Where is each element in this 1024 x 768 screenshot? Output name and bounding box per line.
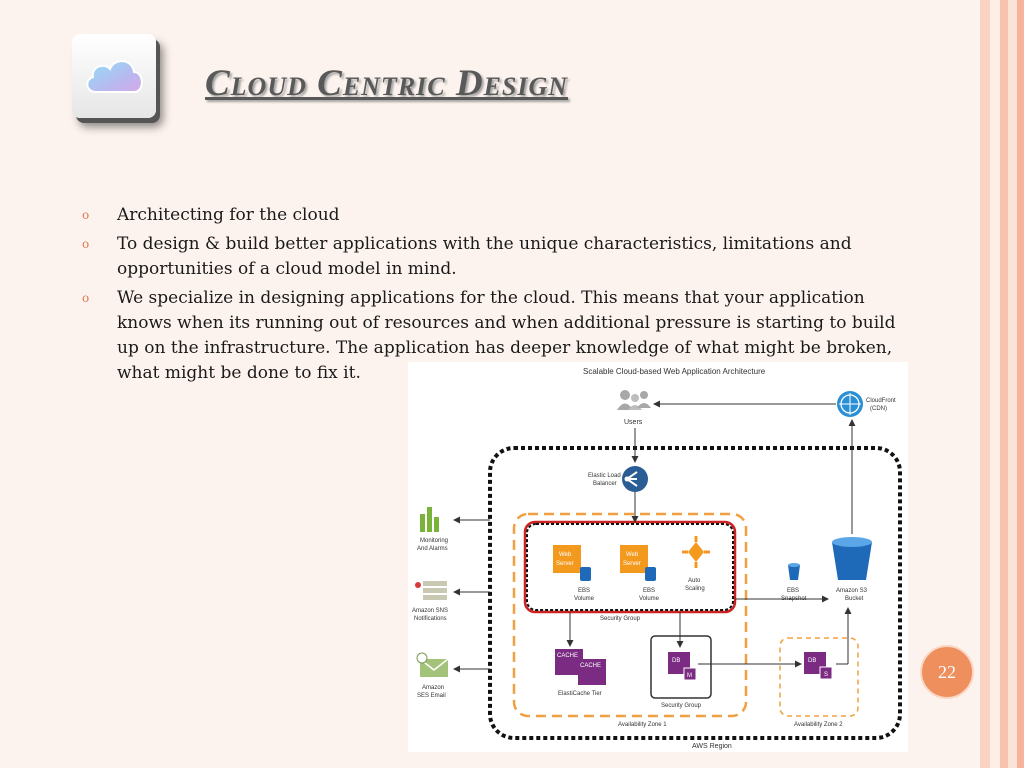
db-slave-label: S <box>824 672 828 678</box>
stripe <box>1000 0 1008 768</box>
cache-label: CACHE <box>557 653 578 659</box>
decorative-stripes <box>980 0 1024 768</box>
az1-label: Availability Zone 1 <box>618 722 667 728</box>
bullet-text: We specialize in designing applications … <box>117 288 896 383</box>
security-group-db-label: Security Group <box>661 703 702 709</box>
sns-sublabel: Notifications <box>414 616 447 622</box>
cache-label: CACHE <box>580 663 601 669</box>
stripe <box>980 0 990 768</box>
elb-label: Elastic Load <box>588 473 621 479</box>
ebs-volume-label: EBS <box>643 588 655 594</box>
stripe <box>990 0 1000 768</box>
elasticache-label: ElastiCache Tier <box>558 691 602 697</box>
sns-icon <box>415 581 447 600</box>
monitoring-icon <box>420 507 439 532</box>
ses-sublabel: SES Email <box>417 693 446 699</box>
aws-region-boundary <box>488 446 902 740</box>
db-master-label: M <box>687 673 692 679</box>
database-slave-icon <box>804 652 833 680</box>
bullet-item: o To design & build better applications w… <box>82 232 922 282</box>
cloudfront-icon <box>837 391 863 417</box>
s3-label: Amazon S3 <box>836 588 868 594</box>
bullet-list: o Architecting for the cloud o To design &… <box>82 203 922 390</box>
security-group-web <box>523 520 737 614</box>
security-group-label: Security Group <box>600 616 641 622</box>
bullet-text: Architecting for the cloud <box>117 205 340 225</box>
s3-sublabel: Bucket <box>845 596 864 602</box>
ebs-volume-icon <box>645 567 656 581</box>
cloud-logo <box>72 34 156 118</box>
auto-scaling-sublabel: Scaling <box>685 586 705 592</box>
db-label: DB <box>672 658 680 664</box>
web-server-icon <box>553 545 581 573</box>
ebs-volume-label: EBS <box>578 588 590 594</box>
auto-scaling-label: Auto <box>688 578 701 584</box>
diagram-title: Scalable Cloud-based Web Application Arc… <box>583 367 766 376</box>
email-icon <box>416 652 449 677</box>
db-label: DB <box>808 658 816 664</box>
ebs-volume-sublabel: Volume <box>639 596 660 602</box>
page-number: 22 <box>920 645 974 699</box>
security-group-web-inner <box>526 523 734 611</box>
ebs-volume-sublabel: Volume <box>574 596 595 602</box>
web-server-label: Web <box>559 552 572 558</box>
cache-icon <box>555 649 606 685</box>
database-master-icon <box>668 652 697 681</box>
bullet-marker: o <box>82 208 90 222</box>
web-server-icon <box>620 545 648 573</box>
cloudfront-sublabel: (CDN) <box>870 406 887 412</box>
availability-zone-2 <box>779 637 859 717</box>
bullet-item: o We specialize in designing applications… <box>82 286 922 386</box>
bullet-item: o Architecting for the cloud <box>82 203 922 228</box>
security-group-db <box>650 635 712 699</box>
cloud-icon <box>86 60 143 93</box>
stripe <box>1008 0 1017 768</box>
web-server-sublabel: Server <box>556 561 574 567</box>
monitoring-label: Monitoring <box>420 538 448 544</box>
bullet-marker: o <box>82 237 90 251</box>
monitoring-sublabel: And Alarms <box>417 546 448 552</box>
users-icon <box>617 390 651 410</box>
architecture-diagram: Scalable Cloud-based Web Application Arc… <box>408 362 908 752</box>
bullet-marker: o <box>82 291 90 305</box>
az2-label: Availability Zone 2 <box>794 722 843 728</box>
s3-bucket-icon <box>832 537 872 580</box>
cloudfront-label: CloudFront <box>866 398 896 404</box>
load-balancer-icon <box>622 466 648 492</box>
stripe <box>1017 0 1024 768</box>
ebs-snapshot-label: EBS <box>787 588 799 594</box>
web-server-sublabel: Server <box>623 561 641 567</box>
ebs-snapshot-icon <box>788 563 800 580</box>
auto-scaling-icon <box>682 536 710 568</box>
web-server-label: Web <box>626 552 639 558</box>
ebs-snapshot-sublabel: Snapshot <box>781 596 807 602</box>
page-title: Cloud Centric Design <box>205 63 569 104</box>
users-label: Users <box>624 419 643 426</box>
region-label: AWS Region <box>692 743 732 750</box>
ebs-volume-icon <box>580 567 591 581</box>
availability-zone-1 <box>512 512 748 718</box>
ses-label: Amazon <box>422 685 444 691</box>
sns-label: Amazon SNS <box>412 608 448 614</box>
bullet-text: To design & build better applications wi… <box>117 234 852 279</box>
elb-sublabel: Balancer <box>593 481 617 487</box>
